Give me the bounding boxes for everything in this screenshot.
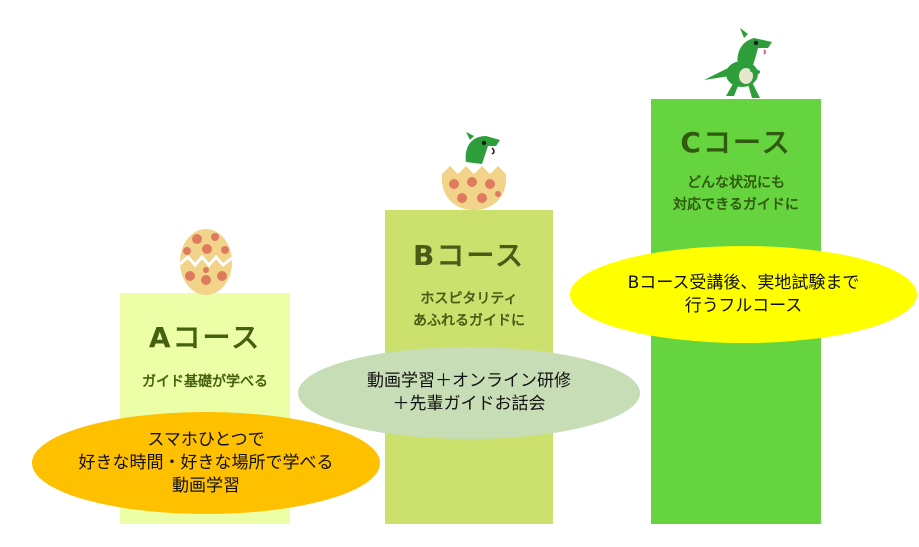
course-c-tagline: どんな状況にも 対応できるガイドに <box>673 175 799 213</box>
walking-dinosaur-icon <box>704 28 772 98</box>
course-a-tagline: ガイド基礎が学べる <box>142 374 268 390</box>
course-c-title: Cコース <box>680 126 792 159</box>
course-a-title: Aコース <box>148 321 262 354</box>
course-b-title: Bコース <box>413 239 525 272</box>
course-b-tagline: ホスピタリティ あふれるガイドに <box>413 291 525 329</box>
hatching-egg-dinosaur-icon <box>441 132 507 210</box>
course-a-bubble: スマホひとつで 好きな時間・好きな場所で学べる 動画学習 <box>32 412 380 514</box>
course-c-bubble: Bコース受講後、実地試験まで 行うフルコース <box>570 246 917 343</box>
course-b-bubble: 動画学習＋オンライン研修 ＋先輩ガイドお話会 <box>298 347 640 439</box>
egg-icon <box>179 229 233 295</box>
